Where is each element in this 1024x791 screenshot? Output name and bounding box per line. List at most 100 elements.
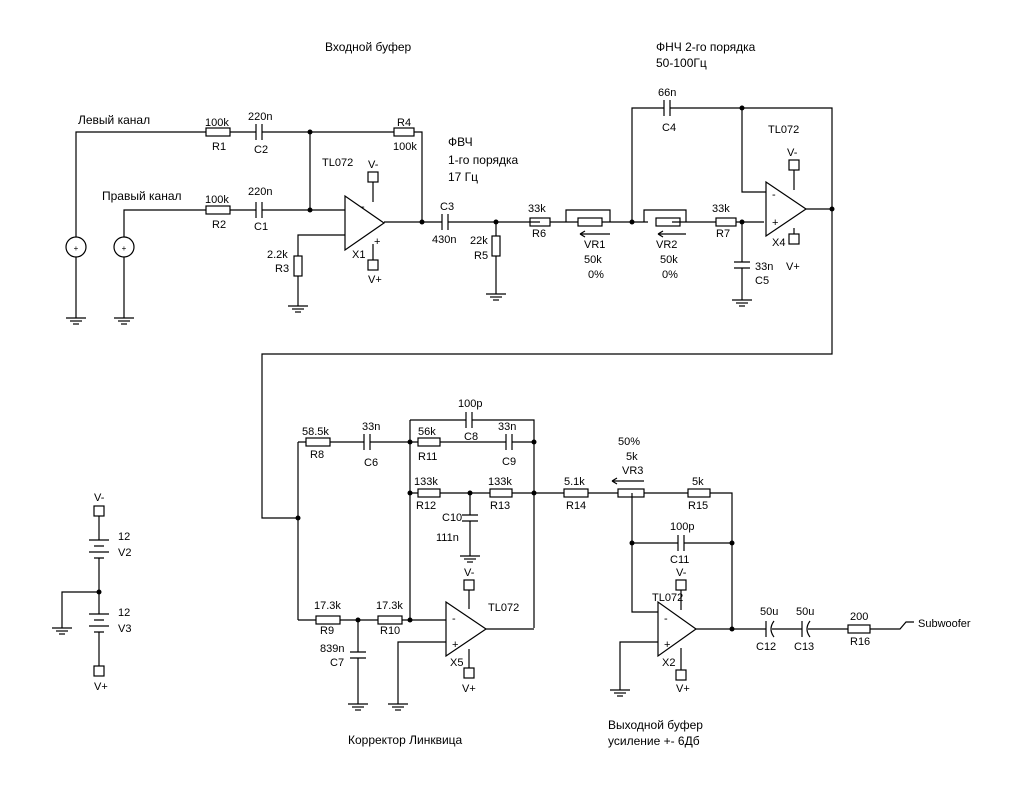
resistor-r16	[847, 624, 871, 634]
r4-ref: R4	[397, 117, 411, 129]
c13-value: 50u	[796, 606, 814, 618]
resistor-r12	[417, 488, 441, 498]
heading-out-line1: Выходной буфер	[608, 718, 703, 732]
r16-ref: R16	[850, 636, 870, 648]
c1-ref: C1	[254, 221, 268, 233]
x4-minus: -	[772, 189, 776, 201]
r4-value: 100k	[393, 141, 417, 153]
v2-ref: V2	[118, 547, 131, 559]
vr1-value: 50k	[584, 254, 602, 266]
c6-ref: C6	[364, 457, 378, 469]
vr3-setting: 50%	[618, 436, 640, 448]
heading-lpf-line1: ФНЧ 2-го порядка	[656, 40, 756, 54]
r9-ref: R9	[320, 625, 334, 637]
resistor-r9	[315, 615, 341, 625]
r11-ref: R11	[418, 451, 437, 463]
heading-hpf-line3: 17 Гц	[448, 170, 478, 184]
x2-vminus: V-	[676, 567, 687, 579]
vr2-ref: VR2	[656, 239, 677, 251]
c13-ref: C13	[794, 641, 814, 653]
pot-vr3	[617, 488, 645, 498]
r11-value: 56k	[418, 426, 436, 438]
vr3-ref: VR3	[622, 465, 643, 477]
r10-ref: R10	[380, 625, 400, 637]
c11-value: 100p	[670, 521, 694, 533]
r1-value: 100k	[205, 117, 229, 129]
r14-ref: R14	[566, 500, 586, 512]
x1-plus: +	[374, 236, 380, 248]
vr1-ref: VR1	[584, 239, 605, 251]
c9-ref: C9	[502, 456, 516, 468]
c12-value: 50u	[760, 606, 778, 618]
v3-value: 12	[118, 607, 130, 619]
resistor-r14	[563, 488, 589, 498]
heading-out-line2: усиление +- 6Дб	[608, 734, 700, 748]
c11-ref: C11	[670, 554, 689, 566]
c4-ref: C4	[662, 122, 676, 134]
r15-value: 5k	[692, 476, 704, 488]
x4-ref: X4	[772, 237, 785, 249]
c8-value: 100p	[458, 398, 482, 410]
c9-value: 33n	[498, 421, 516, 433]
x2-minus: -	[664, 613, 668, 625]
x4-model: TL072	[768, 124, 799, 136]
resistor-r2	[205, 205, 231, 215]
resistor-r4	[393, 127, 415, 137]
x1-ref: X1	[352, 249, 365, 261]
right-source-icon	[113, 236, 135, 258]
c5-value: 33n	[755, 261, 773, 273]
heading-input-buffer: Входной буфер	[325, 40, 412, 54]
r6-value: 33k	[528, 203, 546, 215]
vr1-setting: 0%	[588, 269, 604, 281]
r10-value: 17.3k	[376, 600, 403, 612]
left-source-icon	[65, 236, 87, 258]
r13-ref: R13	[490, 500, 510, 512]
x2-ref: X2	[662, 657, 675, 669]
r16-value: 200	[850, 611, 868, 623]
v2-value: 12	[118, 531, 130, 543]
c3-ref: C3	[440, 201, 454, 213]
x5-vplus: V+	[462, 683, 476, 695]
r5-ref: R5	[474, 250, 488, 262]
x5-ref: X5	[450, 657, 463, 669]
r7-ref: R7	[716, 228, 730, 240]
vr3-value: 5k	[626, 451, 638, 463]
c8-ref: C8	[464, 431, 478, 443]
r12-ref: R12	[416, 500, 436, 512]
c2-value: 220n	[248, 111, 272, 123]
x1-model: TL072	[322, 157, 353, 169]
c7-value: 839n	[320, 643, 344, 655]
pot-vr1	[577, 217, 603, 227]
right-channel-label: Правый канал	[102, 189, 182, 203]
c10-value: 111n	[436, 532, 459, 544]
r8-value: 58.5k	[302, 426, 329, 438]
subwoofer-port-label: Subwoofer	[918, 618, 971, 630]
resistor-r3	[293, 255, 303, 277]
x5-vminus: V-	[464, 567, 475, 579]
c10-ref: C10	[442, 512, 462, 524]
resistor-r10	[377, 615, 403, 625]
resistor-r11	[417, 437, 441, 447]
opamp-x2	[657, 600, 698, 658]
resistor-r13	[489, 488, 513, 498]
opamp-x1	[344, 194, 386, 252]
x2-model: TL072	[652, 592, 683, 604]
vr2-setting: 0%	[662, 269, 678, 281]
r7-value: 33k	[712, 203, 730, 215]
pot-vr2	[655, 217, 681, 227]
x5-model: TL072	[488, 602, 519, 614]
r3-ref: R3	[275, 263, 289, 275]
x1-vminus: V-	[368, 159, 379, 171]
c6-value: 33n	[362, 421, 380, 433]
x2-vplus: V+	[676, 683, 690, 695]
r14-value: 5.1k	[564, 476, 585, 488]
heading-hpf-line2: 1-го порядка	[448, 153, 519, 167]
heading-lpf-line2: 50-100Гц	[656, 56, 707, 70]
r9-value: 17.3k	[314, 600, 341, 612]
c4-value: 66n	[658, 87, 676, 99]
r3-value: 2.2k	[267, 249, 288, 261]
opamp-x4	[765, 180, 808, 238]
supply-vplus: V+	[94, 681, 108, 693]
opamp-x5	[445, 600, 488, 658]
x1-vplus: V+	[368, 274, 382, 286]
